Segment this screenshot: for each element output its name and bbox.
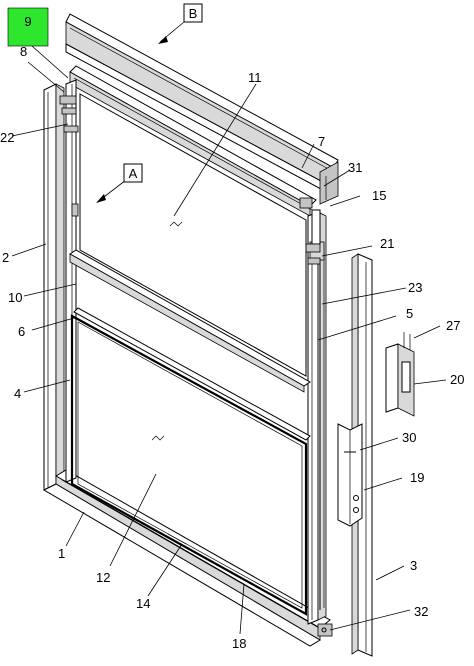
callout-20: 20	[450, 372, 464, 387]
callout-7: 7	[318, 134, 325, 149]
callout-6: 6	[18, 324, 25, 339]
callout-18: 18	[232, 636, 246, 651]
hinge-bracket	[337, 423, 363, 527]
callout-19: 19	[410, 470, 424, 485]
callout-10: 10	[8, 290, 22, 305]
left-outer-post	[43, 83, 65, 491]
callout-12: 12	[96, 570, 110, 585]
callout-32: 32	[414, 604, 428, 619]
callout-8: 8	[20, 44, 27, 59]
callout-21: 21	[380, 236, 394, 251]
callout-22: 22	[0, 130, 14, 145]
callout-3: 3	[410, 558, 417, 573]
callout-1: 1	[58, 546, 65, 561]
callout-15: 15	[372, 188, 386, 203]
header-rail	[65, 13, 339, 205]
view-b-label: B	[189, 6, 198, 21]
latch-handle	[385, 332, 415, 417]
callout-9: 9	[24, 14, 31, 29]
meeting-rail	[69, 249, 311, 393]
callout-11: 11	[248, 70, 262, 85]
highlight-box-9	[7, 7, 49, 47]
corner-bracket	[317, 623, 333, 637]
callout-27: 27	[446, 318, 460, 333]
callout-4: 4	[14, 386, 21, 401]
leader-lines	[11, 21, 447, 635]
callout-30: 30	[402, 430, 416, 445]
view-b-box	[183, 3, 203, 23]
view-a-box	[123, 163, 143, 183]
bottom-sill	[42, 469, 331, 647]
callout-14: 14	[136, 596, 150, 611]
callout-31: 31	[348, 160, 362, 175]
callout-5: 5	[406, 306, 413, 321]
view-a-label: A	[129, 166, 138, 181]
callout-2: 2	[2, 250, 9, 265]
lower-sash	[70, 307, 311, 616]
callout-23: 23	[408, 280, 422, 295]
clip-hardware	[59, 95, 321, 265]
callout-labels: 8 22 2 10 6 4 1 12 14 18 11 7 31 15 21 2…	[0, 44, 464, 651]
sash-frame	[65, 65, 327, 625]
